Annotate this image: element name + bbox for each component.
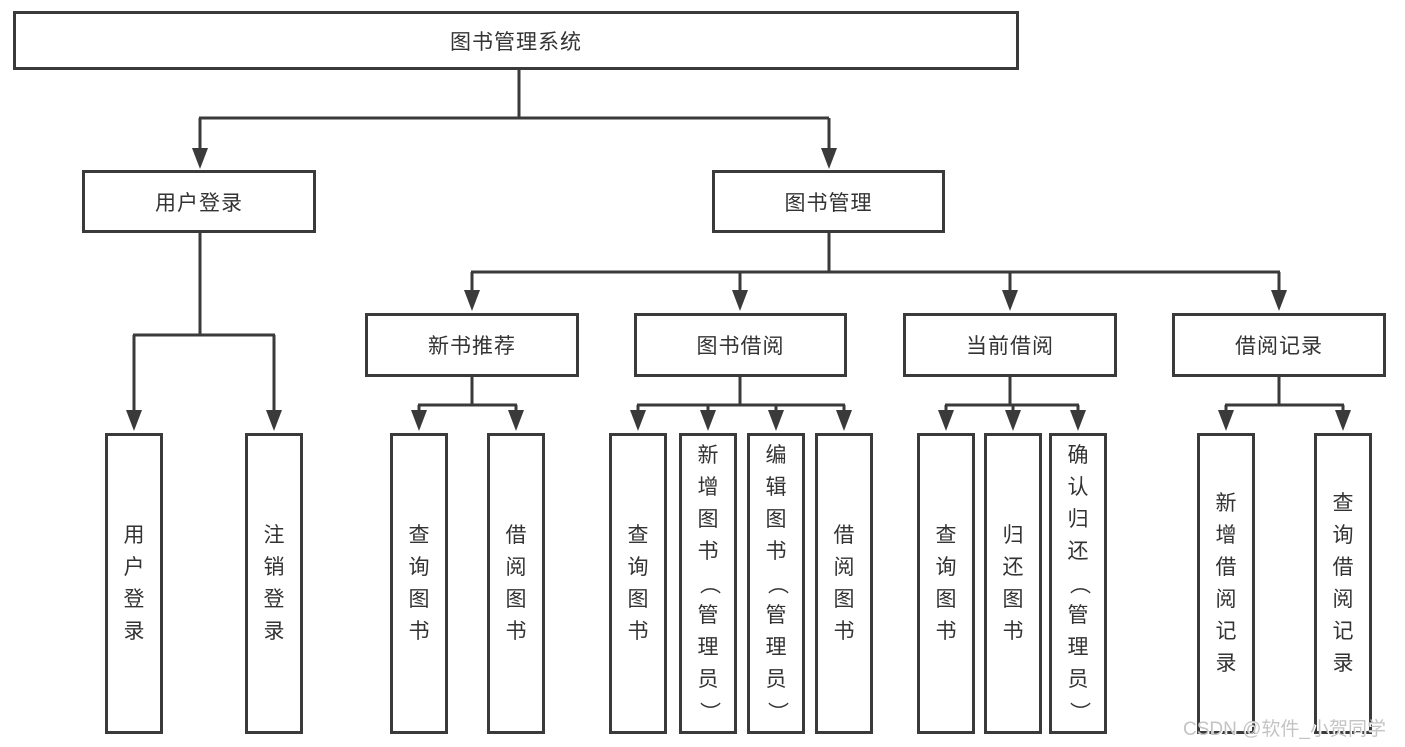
csdn-watermark: CSDN @软件_小贺同学: [1183, 719, 1386, 740]
leaf-label: 新增图书（管理员）: [697, 443, 720, 723]
leaf-add-book-admin: 新增图书（管理员）: [679, 433, 737, 734]
node-book-borrow: 图书借阅: [634, 313, 847, 377]
leaf-edit-book-admin: 编辑图书（管理员）: [747, 433, 805, 734]
leaf-label: 归还图书: [1002, 523, 1024, 643]
leaf-borrow-books-recommend: 借阅图书: [487, 433, 545, 734]
leaf-return-book: 归还图书: [984, 433, 1042, 734]
leaf-query-borrow-record: 查询借阅记录: [1314, 433, 1372, 734]
leaf-query-books-current: 查询图书: [917, 433, 975, 734]
leaf-borrow-books: 借阅图书: [815, 433, 873, 734]
node-library-management-system: 图书管理系统: [13, 11, 1019, 70]
node-borrow-records: 借阅记录: [1172, 313, 1386, 377]
leaf-label: 确认归还（管理员）: [1067, 443, 1090, 723]
leaf-label: 查询图书: [935, 523, 957, 643]
leaf-add-borrow-record: 新增借阅记录: [1197, 433, 1255, 734]
leaf-label: 借阅图书: [833, 523, 855, 643]
leaf-label: 注销登录: [263, 523, 285, 643]
leaf-user-login: 用户登录: [105, 433, 163, 734]
leaf-label: 新增借阅记录: [1215, 491, 1237, 675]
leaf-label: 查询借阅记录: [1332, 491, 1354, 675]
leaf-query-books-recommend: 查询图书: [390, 433, 448, 734]
leaf-label: 用户登录: [123, 523, 145, 643]
node-user-login: 用户登录: [82, 170, 316, 233]
leaf-logout-login: 注销登录: [245, 433, 303, 734]
leaf-label: 编辑图书（管理员）: [765, 443, 788, 723]
node-current-borrow: 当前借阅: [903, 313, 1117, 377]
arrowheads: [126, 148, 1351, 431]
leaf-label: 借阅图书: [505, 523, 527, 643]
leaf-query-books-borrow: 查询图书: [609, 433, 667, 734]
leaf-confirm-return-admin: 确认归还（管理员）: [1049, 433, 1107, 734]
node-book-management: 图书管理: [712, 170, 945, 233]
node-new-book-recommend: 新书推荐: [365, 313, 579, 377]
leaf-label: 查询图书: [408, 523, 430, 643]
leaf-label: 查询图书: [627, 523, 649, 643]
